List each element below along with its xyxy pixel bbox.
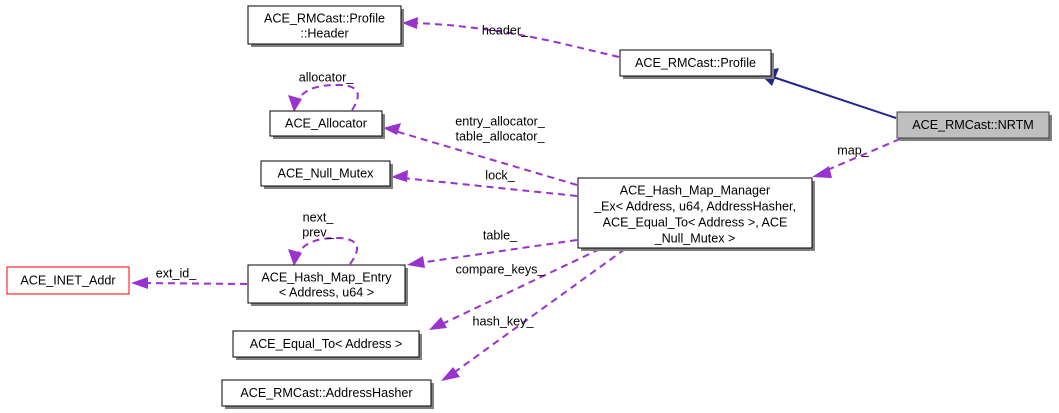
edge-map: map_ bbox=[812, 138, 901, 178]
node-ace-inet-addr-box[interactable] bbox=[6, 266, 130, 295]
node-profile-header-box[interactable] bbox=[247, 5, 402, 45]
node-ace-inet-addr-label: ACE_INET_Addr bbox=[20, 273, 115, 287]
node-ace-null-mutex-box[interactable] bbox=[260, 160, 391, 187]
edge-hash-key: hash_key_ bbox=[441, 248, 626, 381]
edge-allocator-self: allocator_ bbox=[288, 70, 359, 112]
edge-prev-label: prev_ bbox=[302, 225, 334, 239]
edge-compare-keys-line bbox=[439, 248, 601, 326]
node-ace-inet-addr[interactable]: ACE_INET_Addr bbox=[6, 266, 130, 295]
edge-map-label: map_ bbox=[837, 143, 869, 157]
edge-table-arrowhead bbox=[407, 256, 425, 268]
node-hash-map-entry-line-2: < Address, u64 > bbox=[279, 285, 374, 299]
node-hash-map-manager-line-4: _Null_Mutex > bbox=[654, 231, 736, 245]
edge-hash-key-arrowhead bbox=[441, 367, 460, 381]
node-ace-equal-to-box[interactable] bbox=[232, 330, 420, 358]
node-hash-map-entry[interactable]: ACE_Hash_Map_Entry < Address, u64 > bbox=[247, 264, 408, 306]
node-profile-header[interactable]: ACE_RMCast::Profile ::Header bbox=[247, 5, 404, 47]
node-hash-map-entry-line-1: ACE_Hash_Map_Entry bbox=[261, 270, 392, 284]
edge-ext-id-arrowhead bbox=[131, 277, 148, 289]
edge-table: table_ bbox=[407, 228, 578, 268]
edge-entry-allocator-label: entry_allocator_ bbox=[455, 114, 546, 128]
edge-ext-id-line bbox=[142, 282, 248, 285]
edge-inheritance bbox=[758, 68, 897, 119]
node-address-hasher-box[interactable] bbox=[221, 379, 432, 407]
node-profile-header-line-2: ::Header bbox=[300, 26, 348, 40]
node-profile-header-line-1: ACE_RMCast::Profile bbox=[264, 11, 385, 25]
node-hash-map-manager-line-3: ACE_Equal_To< Address >, ACE bbox=[603, 215, 788, 229]
node-ace-null-mutex[interactable]: ACE_Null_Mutex bbox=[260, 160, 393, 189]
node-ace-equal-to-label: ACE_Equal_To< Address > bbox=[250, 337, 403, 351]
edge-header-arrowhead bbox=[402, 17, 418, 29]
node-hash-map-manager[interactable]: ACE_Hash_Map_Manager _Ex< Address, u64, … bbox=[577, 177, 815, 251]
node-profile[interactable]: ACE_RMCast::Profile bbox=[619, 49, 774, 79]
edge-allocator-self-line bbox=[296, 83, 359, 111]
node-ace-equal-to[interactable]: ACE_Equal_To< Address > bbox=[232, 330, 422, 360]
node-profile-box[interactable] bbox=[619, 49, 772, 77]
node-ace-allocator[interactable]: ACE_Allocator bbox=[269, 110, 385, 139]
edge-header: header_ bbox=[402, 17, 620, 58]
edge-allocator-self-arrowhead bbox=[288, 95, 302, 112]
edge-lock-label: lock_ bbox=[485, 168, 515, 182]
edge-next-prev-self-line bbox=[296, 236, 359, 265]
node-hash-map-entry-box[interactable] bbox=[247, 264, 406, 304]
node-ace-null-mutex-label: ACE_Null_Mutex bbox=[278, 166, 375, 180]
node-hash-map-manager-box[interactable] bbox=[577, 177, 813, 249]
edge-table-label: table_ bbox=[483, 228, 518, 242]
node-nrtm[interactable]: ACE_RMCast::NRTM bbox=[896, 111, 1052, 141]
edge-lock-arrowhead bbox=[391, 170, 408, 182]
node-address-hasher-label: ACE_RMCast::AddressHasher bbox=[240, 386, 412, 400]
edge-compare-keys-arrowhead bbox=[429, 317, 447, 330]
edge-entry-table-allocator-arrowhead bbox=[383, 123, 401, 135]
node-hash-map-manager-line-1: ACE_Hash_Map_Manager bbox=[620, 183, 771, 197]
edge-hash-key-label: hash_key_ bbox=[473, 314, 535, 328]
edge-map-arrowhead bbox=[812, 166, 832, 178]
edge-ext-id: ext_id_ bbox=[131, 266, 248, 289]
edge-next-label: next_ bbox=[303, 210, 335, 224]
edge-entry-table-allocator: entry_allocator_ table_allocator_ bbox=[383, 114, 578, 186]
node-ace-allocator-box[interactable] bbox=[269, 110, 383, 137]
edge-header-line bbox=[411, 22, 620, 58]
node-nrtm-label: ACE_RMCast::NRTM bbox=[912, 118, 1034, 132]
edge-allocator-self-label: allocator_ bbox=[299, 70, 355, 84]
edge-inheritance-line bbox=[769, 75, 897, 119]
edge-table-allocator-label: table_allocator_ bbox=[456, 129, 546, 143]
edge-compare-keys-label: compare_keys_ bbox=[456, 262, 546, 276]
node-nrtm-box[interactable] bbox=[896, 111, 1050, 139]
edge-lock-line bbox=[402, 177, 578, 197]
edge-table-line bbox=[418, 239, 578, 264]
nodes-layer: ACE_RMCast::Profile ::Header ACE_RMCast:… bbox=[6, 5, 1052, 409]
node-address-hasher[interactable]: ACE_RMCast::AddressHasher bbox=[221, 379, 434, 409]
edge-next-prev-self-arrowhead bbox=[288, 249, 302, 266]
edge-header-label: header_ bbox=[482, 23, 529, 37]
edge-map-line bbox=[824, 138, 901, 172]
node-ace-allocator-label: ACE_Allocator bbox=[285, 116, 367, 130]
node-profile-label: ACE_RMCast::Profile bbox=[635, 56, 756, 70]
edge-next-prev-self: next_ prev_ bbox=[288, 210, 359, 266]
node-hash-map-manager-line-2: _Ex< Address, u64, AddressHasher, bbox=[593, 199, 796, 213]
edge-entry-table-allocator-line bbox=[394, 130, 578, 186]
edge-ext-id-label: ext_id_ bbox=[156, 266, 198, 280]
edge-lock: lock_ bbox=[391, 168, 578, 197]
edge-compare-keys: compare_keys_ bbox=[429, 248, 601, 330]
